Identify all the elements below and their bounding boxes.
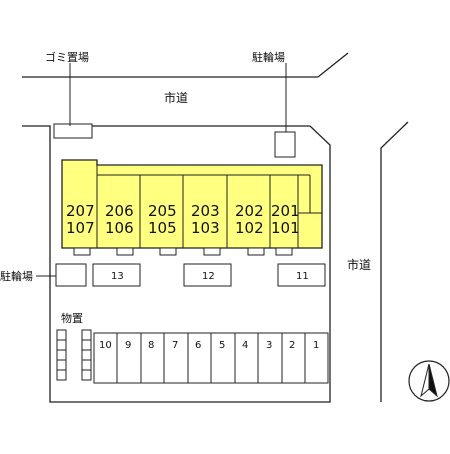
storage-units: [56, 329, 92, 381]
east-road-edge: [380, 121, 409, 402]
unit-105-label: 105: [148, 219, 177, 237]
road-lines: [22, 52, 409, 403]
parking-6-label: 6: [195, 340, 201, 351]
entrance-step: [247, 247, 265, 256]
parking-2-label: 2: [289, 340, 295, 351]
entrance-step: [203, 247, 221, 256]
parking-9-label: 9: [125, 340, 131, 351]
storage-unit: [56, 329, 67, 381]
parking-space-11: [277, 263, 326, 287]
parking-8-label: 8: [148, 340, 154, 351]
unit-102-label: 102: [235, 219, 264, 237]
parking-1-label: 1: [313, 340, 319, 351]
unit-201-label: 201: [271, 202, 300, 220]
bike-parking-north: [274, 131, 296, 158]
parking-space-13: [92, 263, 141, 287]
bike-parking-west: [55, 263, 87, 287]
parking-row-upper: 13 12 11: [92, 263, 326, 287]
storage-unit: [81, 329, 92, 381]
parking-10-label: 10: [99, 340, 112, 351]
road-label-north: 市道: [164, 90, 188, 105]
road-label-east: 市道: [347, 257, 371, 272]
parking-row-lower: 10 9 8 7 6 5 4 3 2 1: [93, 332, 329, 384]
entrance-steps: [73, 247, 293, 256]
unit-106-label: 106: [105, 219, 134, 237]
building: 207 107 206 106 205 105 203 103 202 102 …: [61, 159, 323, 249]
building-outline: [61, 159, 323, 249]
entrance-step: [116, 247, 134, 256]
garbage-area: [53, 123, 93, 139]
unit-203-label: 203: [191, 202, 220, 220]
unit-206-label: 206: [105, 202, 134, 220]
storage-label: 物置: [61, 311, 83, 325]
parking-space-12: [183, 263, 232, 287]
parking-12-label: 12: [202, 271, 215, 282]
parking-3-label: 3: [266, 340, 272, 351]
bike-parking-north-label: 駐輪場: [252, 50, 285, 64]
compass-needle-right: [428, 363, 438, 398]
unit-107-label: 107: [66, 219, 95, 237]
unit-103-label: 103: [191, 219, 220, 237]
parking-5-label: 5: [219, 340, 225, 351]
unit-202-label: 202: [235, 202, 264, 220]
site-boundary: [22, 125, 331, 403]
entrance-step: [159, 247, 177, 256]
unit-207-label: 207: [66, 202, 95, 220]
entrance-step: [73, 247, 91, 256]
entrance-step: [275, 247, 293, 256]
unit-101-label: 101: [271, 219, 300, 237]
parking-4-label: 4: [242, 340, 248, 351]
unit-205-label: 205: [148, 202, 177, 220]
parking-13-label: 13: [111, 271, 124, 282]
north-road-edge-kink: [317, 52, 349, 78]
parking-11-label: 11: [296, 271, 309, 282]
parking-dividers: [116, 333, 306, 383]
bike-parking-west-label: 駐輪場: [0, 269, 33, 283]
garbage-label: ゴミ置場: [45, 50, 89, 64]
parking-7-label: 7: [172, 340, 178, 351]
north-arrow-icon: [408, 360, 450, 402]
